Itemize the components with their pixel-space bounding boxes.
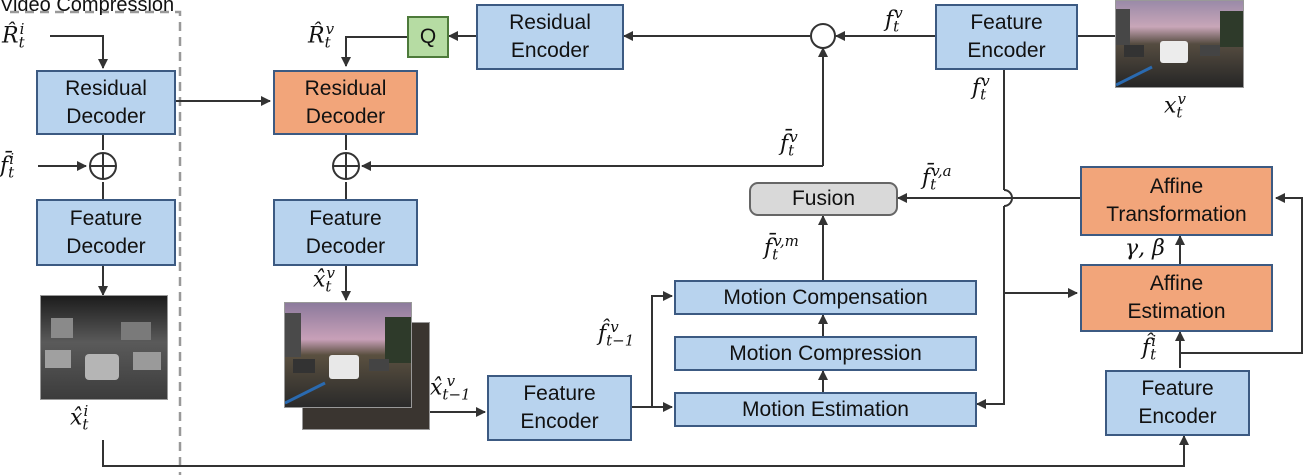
- section-border: [10, 10, 182, 475]
- residual-decoder-left: Residual Decoder: [36, 70, 176, 135]
- feature-encoder-right: Feature Encoder: [1105, 370, 1250, 436]
- wire-q-to-resdec: [341, 36, 407, 67]
- feature-decoder-mid: Feature Decoder: [273, 199, 418, 266]
- label-f-hat-i: f̂ti: [1142, 332, 1157, 364]
- label-x-hat-v: x̂tv: [313, 264, 335, 296]
- label-x-hat-prev: x̂t−1v: [430, 372, 471, 404]
- fusion-box: Fusion: [749, 182, 898, 216]
- label-f-v-top: ftv: [885, 4, 903, 36]
- quantizer-box: Q: [407, 16, 449, 58]
- motion-compensation-box: Motion Compensation: [674, 280, 977, 315]
- affine-estimation-box: Affine Estimation: [1080, 264, 1273, 332]
- wire-featenc-motion-comp: [651, 291, 673, 407]
- wire-r-hat-i: [50, 35, 108, 69]
- feature-encoder-top: Feature Encoder: [935, 4, 1078, 70]
- label-x-hat-i: x̂ti: [70, 402, 89, 434]
- label-f-bar-vm: f̄tv,m: [764, 232, 799, 264]
- label-f-bar-v: f̄tv: [780, 128, 798, 160]
- feature-encoder-bottom: Feature Encoder: [487, 375, 632, 441]
- label-gamma-beta: γ, β: [1125, 236, 1165, 261]
- wire-fhat-i-loop: [1180, 193, 1303, 354]
- wire-featenc-down-2: [976, 206, 1005, 409]
- feature-decoder-left: Feature Decoder: [36, 199, 176, 266]
- label-r-hat-i: R̂ti: [2, 20, 25, 52]
- rgb-image: [284, 302, 412, 408]
- input-image: [1115, 0, 1244, 88]
- section-title: Video Compression: [0, 0, 175, 16]
- label-x-v: xtv: [1164, 90, 1186, 122]
- residual-encoder: Residual Encoder: [476, 4, 624, 70]
- label-f-bar-i: f̄ti: [0, 150, 15, 182]
- affine-transformation-box: Affine Transformation: [1080, 166, 1273, 236]
- label-f-bar-va: f̄tv,a: [922, 162, 952, 194]
- infrared-image: [40, 295, 168, 400]
- label-f-hat-prev: f̂t−1v: [598, 318, 635, 350]
- motion-compression-box: Motion Compression: [674, 336, 977, 371]
- label-r-hat-v: R̂tv: [308, 20, 335, 52]
- residual-decoder-mid: Residual Decoder: [273, 70, 418, 135]
- circle-icon: [810, 23, 836, 49]
- wire-bottom-loop: [102, 435, 1189, 467]
- label-f-v-enc: ftv: [972, 72, 990, 104]
- motion-estimation-box: Motion Estimation: [674, 392, 977, 427]
